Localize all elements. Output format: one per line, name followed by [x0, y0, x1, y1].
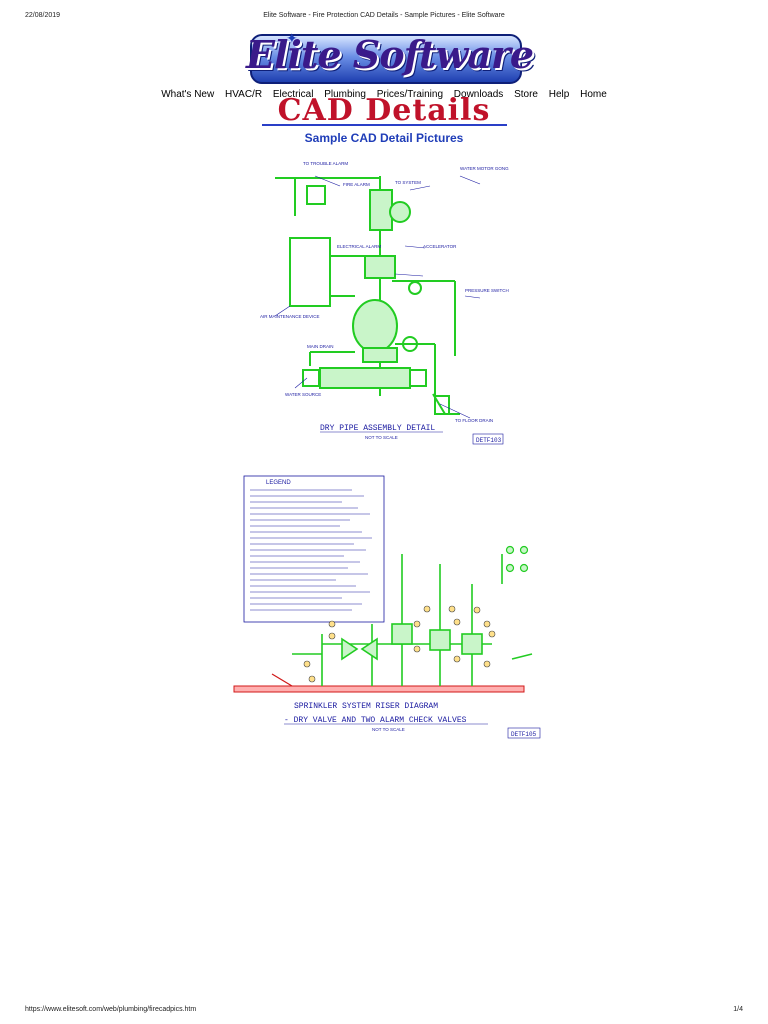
fig2-scale: NOT TO SCALE [372, 727, 405, 732]
fig1-label-water-source: WATER SOURCE [285, 392, 321, 397]
logo-badge [250, 34, 522, 84]
page-subtitle: Sample CAD Detail Pictures [304, 131, 464, 145]
fig1-label-electrical: ELECTRICAL ALARM [337, 244, 381, 249]
nav-downloads[interactable]: Downloads [453, 89, 504, 100]
nav-electrical[interactable]: Electrical [272, 89, 314, 100]
main-nav: What's New HVAC/R Electrical Plumbing Pr… [0, 89, 768, 100]
dry-pipe-assembly-figure[interactable]: TO TROUBLE ALARM FIRE ALARM TO SYSTEM WA… [255, 156, 515, 448]
fig2-title: SPRINKLER SYSTEM RISER DIAGRAM [294, 702, 438, 711]
nav-home[interactable]: Home [580, 89, 607, 100]
fig2-code: DETF105 [511, 731, 537, 738]
fig2-subtitle: - DRY VALVE AND TWO ALARM CHECK VALVES [284, 716, 467, 725]
nav-hvacr[interactable]: HVAC/R [225, 89, 263, 100]
print-page-number: 1/4 [733, 1006, 743, 1013]
print-url[interactable]: https://www.elitesoft.com/web/plumbing/f… [25, 1006, 197, 1013]
fig1-scale: NOT TO SCALE [365, 435, 398, 440]
sprinkler-riser-figure[interactable]: LEGEND [232, 474, 548, 744]
fig1-label-fire-alarm: FIRE ALARM [343, 182, 370, 187]
nav-whats-new[interactable]: What's New [161, 89, 215, 100]
fig1-label-air-device: AIR MAINTENANCE DEVICE [260, 314, 320, 319]
fig1-label-floor-drain: TO FLOOR DRAIN [455, 418, 493, 423]
fig1-code: DETF103 [476, 437, 502, 444]
fig1-label-main-drain: MAIN DRAIN [307, 344, 334, 349]
nav-plumbing[interactable]: Plumbing [324, 89, 366, 100]
print-page-title: Elite Software - Fire Protection CAD Det… [263, 12, 505, 19]
cad-details-banner: CAD Details [277, 93, 491, 128]
elite-software-logo[interactable]: ✦ Elite Software [246, 28, 534, 86]
fig1-label-pressure-switch: PRESSURE SWITCH [465, 288, 509, 293]
fig1-label-to-system: TO SYSTEM [395, 180, 421, 185]
logo-text: Elite Software [246, 32, 534, 77]
nav-help[interactable]: Help [548, 89, 570, 100]
nav-store[interactable]: Store [514, 89, 538, 100]
legend-title: LEGEND [266, 480, 291, 486]
banner-underline [262, 124, 507, 126]
fig1-label-gong: WATER MOTOR GONG [460, 166, 509, 171]
fig1-label-accelerator: ACCELERATOR [423, 244, 457, 249]
fig1-label-trouble: TO TROUBLE ALARM [303, 161, 348, 166]
fig1-title: DRY PIPE ASSEMBLY DETAIL [320, 424, 435, 433]
print-date: 22/08/2019 [25, 12, 61, 19]
nav-prices-training[interactable]: Prices/Training [376, 89, 444, 100]
sparkle-icon: ✦ [286, 30, 298, 46]
